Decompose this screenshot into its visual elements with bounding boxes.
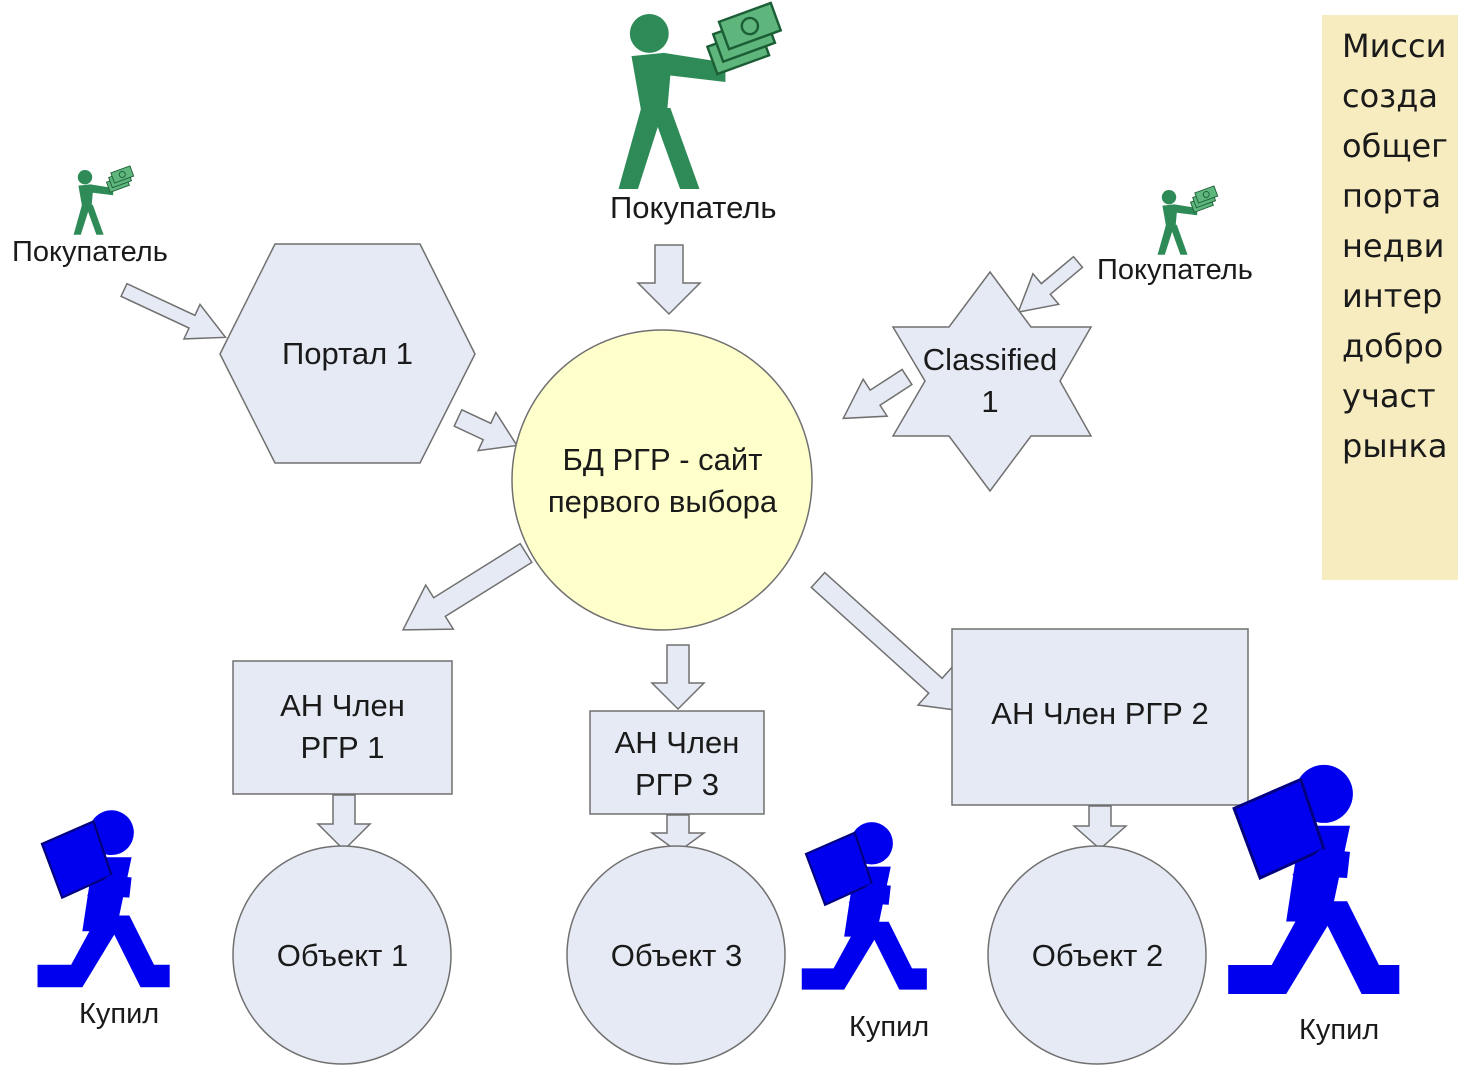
buyer-label-top: Покупатель xyxy=(610,190,777,225)
agency1-label: АН Член РГР 1 xyxy=(280,688,405,765)
purchaser-figure-left xyxy=(36,809,171,989)
mission-text: Мисси созда общег порта недви интер добр… xyxy=(1342,27,1448,465)
arrow-agency3-to-object3 xyxy=(649,814,707,853)
arrow-central-to-agency2 xyxy=(810,571,965,713)
arrow-central-to-agency3 xyxy=(650,644,706,711)
purchaser-label-middle: Купил xyxy=(849,1011,930,1043)
object1-circle xyxy=(232,845,452,1065)
object1-label: Объект 1 xyxy=(276,938,409,973)
arrow-right-buyer-to-classified xyxy=(1017,255,1084,314)
purchaser-figure-middle xyxy=(800,821,928,991)
mission-box: Мисси созда общег порта недви интер добр… xyxy=(1322,15,1458,580)
purchaser-label-right: Купил xyxy=(1299,1014,1380,1046)
purchaser-label-left: Купил xyxy=(79,998,160,1030)
portal-label: Портал 1 xyxy=(281,336,414,371)
central-circle xyxy=(511,329,813,631)
object3-circle xyxy=(566,845,786,1065)
object2-circle xyxy=(987,845,1207,1065)
arrow-central-to-agency1 xyxy=(401,542,533,631)
buyer-label-right: Покупатель xyxy=(1097,254,1253,286)
portal-hexagon xyxy=(219,243,476,464)
agency3-label: АН Член РГР 3 xyxy=(614,725,740,802)
arrow-portal-to-central xyxy=(453,408,519,452)
arrow-classified-to-central xyxy=(842,368,913,420)
arrow-agency1-to-object1 xyxy=(316,794,372,852)
arrow-agency2-to-object2 xyxy=(1072,805,1128,851)
agency2-label: АН Член РГР 2 xyxy=(991,696,1209,731)
agency3-box xyxy=(589,710,765,815)
buyer-figure-right xyxy=(1157,185,1221,256)
object2-label: Объект 2 xyxy=(1031,938,1164,973)
buyer-label-left: Покупатель xyxy=(12,236,168,268)
arrow-top-buyer-to-central xyxy=(636,244,702,316)
purchaser-figure-right xyxy=(1226,763,1401,996)
buyer-figure-top xyxy=(617,1,789,191)
agency1-box xyxy=(232,660,453,795)
arrow-left-buyer-to-portal xyxy=(120,282,227,340)
central-label: БД РГР - сайт первого выбора xyxy=(547,442,778,519)
buyer-figure-left xyxy=(73,165,137,236)
object3-label: Объект 3 xyxy=(610,938,743,973)
classified-label: Classified 1 xyxy=(922,342,1058,419)
agency2-box xyxy=(951,628,1249,806)
classified-star xyxy=(891,270,1093,493)
